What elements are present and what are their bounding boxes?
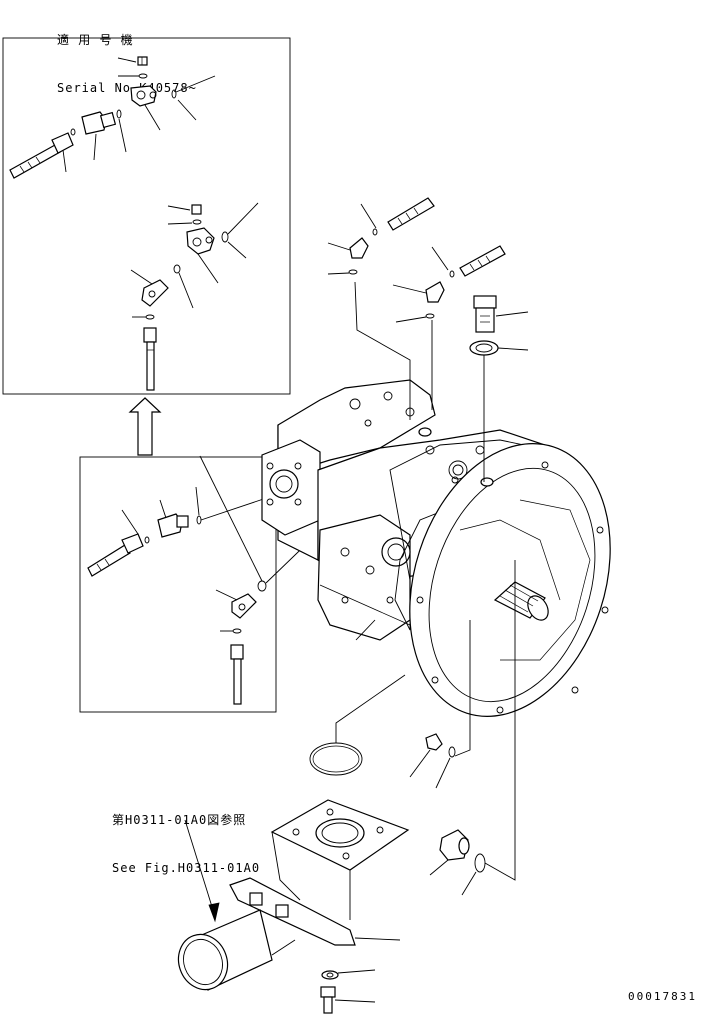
o-ring-icon <box>118 73 148 79</box>
reference-note: 第H0311-01A0図参照 See Fig.H0311-01A0 <box>112 780 260 908</box>
straight-adapter-icon <box>81 111 117 161</box>
filter-cartridge-icon <box>177 909 296 991</box>
elbow-fitting-icon <box>130 269 169 307</box>
elbow-fitting-icon <box>327 237 369 259</box>
bolt-icon <box>320 986 376 1014</box>
o-ring-icon <box>327 269 411 420</box>
plug-icon <box>473 295 529 333</box>
o-ring-icon <box>220 628 242 634</box>
hose-fitting-upper-icon <box>360 197 435 231</box>
plug-icon <box>167 204 202 215</box>
breather-plug-icon <box>117 56 148 66</box>
plug-icon <box>409 733 443 778</box>
o-ring-icon <box>171 75 216 121</box>
gasket-icon <box>469 340 529 482</box>
applicable-model-label: 適 用 号 機 <box>57 33 134 47</box>
mounting-plate-icon <box>270 799 410 920</box>
o-ring-icon <box>173 264 194 309</box>
pipe-tube-icon <box>143 327 157 391</box>
o-ring-icon <box>449 270 455 278</box>
o-ring-icon <box>167 219 202 225</box>
plug-icon <box>429 829 470 876</box>
hose-assembly-icon <box>87 509 144 577</box>
o-ring-icon <box>132 314 155 320</box>
hose-assembly-icon <box>9 132 74 179</box>
o-ring-icon <box>116 109 127 153</box>
reference-note-japanese: 第H0311-01A0図参照 <box>112 813 247 827</box>
o-ring-icon <box>372 228 378 236</box>
reference-arrow-icon <box>184 819 220 923</box>
straight-adapter-icon <box>157 499 189 538</box>
o-ring-icon <box>221 202 259 259</box>
o-ring-icon <box>435 620 471 789</box>
hose-fitting-lower-icon <box>431 245 506 277</box>
o-ring-icon <box>461 560 516 896</box>
detail-box-serial-variant <box>2 37 291 395</box>
drawing-number: 00017831 <box>628 990 697 1003</box>
elbow-fitting-icon <box>215 589 257 619</box>
o-ring-icon <box>395 313 435 410</box>
o-ring-icon <box>70 128 76 136</box>
pipe-tube-icon <box>230 644 244 705</box>
elbow-block-icon <box>186 227 219 284</box>
hydraulic-pump-icon <box>261 379 611 717</box>
filter-bracket-icon <box>229 877 401 946</box>
large-o-ring-icon <box>309 674 406 776</box>
tee-fitting-icon <box>130 85 161 131</box>
reference-note-english: See Fig.H0311-01A0 <box>112 861 261 875</box>
elbow-fitting-icon <box>392 281 445 303</box>
washer-icon <box>321 969 376 980</box>
o-ring-icon <box>144 536 150 544</box>
up-arrow-icon <box>128 397 162 456</box>
